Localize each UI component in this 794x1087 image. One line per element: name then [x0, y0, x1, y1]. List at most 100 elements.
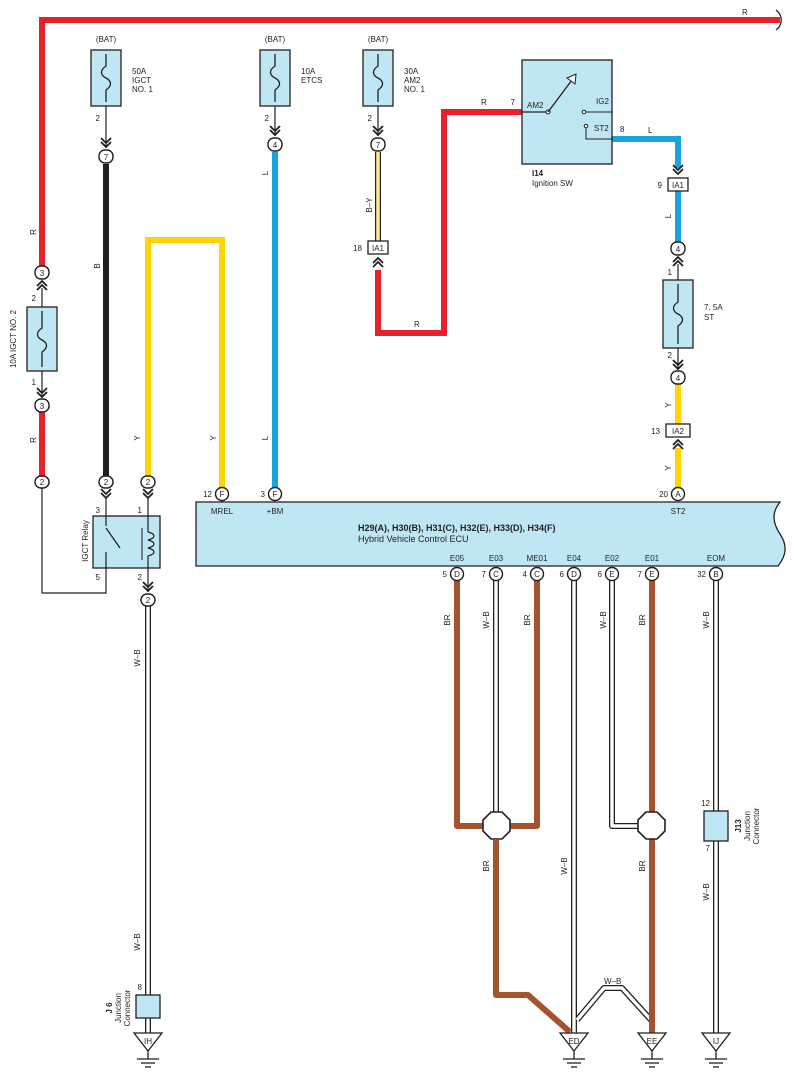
connector-ia2-13: IA2 13 [651, 423, 691, 450]
svg-text:6: 6 [560, 570, 565, 579]
svg-text:E: E [609, 570, 614, 579]
svg-text:L: L [648, 126, 653, 135]
svg-text:B–Y: B–Y [365, 197, 374, 213]
svg-text:2: 2 [265, 114, 270, 123]
fuse-st: 4 1 7. 5A ST 2 4 [662, 241, 723, 385]
svg-text:A: A [675, 490, 681, 499]
svg-text:E03: E03 [489, 554, 504, 563]
ignition-switch: AM2 7 IG2 ST2 8 I14 Ignition SW [511, 59, 625, 188]
svg-text:3: 3 [96, 506, 101, 515]
splice-wb-br [637, 811, 666, 840]
ecu-pin-e01: E01 E 7 [638, 554, 660, 582]
svg-text:4: 4 [676, 374, 681, 383]
svg-text:Y: Y [133, 435, 142, 441]
svg-text:2: 2 [96, 114, 101, 123]
svg-text:12: 12 [203, 490, 212, 499]
wires-white-black [145, 580, 719, 1033]
svg-text:F: F [220, 490, 225, 499]
svg-text:1: 1 [668, 268, 673, 277]
svg-text:I14: I14 [532, 169, 544, 178]
svg-text:30A: 30A [404, 67, 419, 76]
svg-text:D: D [571, 570, 577, 579]
svg-text:4: 4 [273, 141, 278, 150]
svg-text:R: R [742, 8, 748, 17]
svg-text:R: R [29, 437, 38, 443]
svg-text:7: 7 [638, 570, 643, 579]
svg-text:2: 2 [668, 351, 673, 360]
svg-text:+BM: +BM [267, 507, 284, 516]
svg-text:7: 7 [482, 570, 487, 579]
svg-text:Junction: Junction [114, 993, 123, 1023]
svg-text:Connector: Connector [123, 989, 132, 1026]
svg-text:E04: E04 [567, 554, 582, 563]
svg-text:L: L [664, 213, 673, 218]
svg-text:4: 4 [676, 245, 681, 254]
svg-text:BR: BR [443, 614, 452, 625]
svg-text:7: 7 [706, 844, 711, 853]
svg-text:Connector: Connector [752, 807, 761, 844]
wire-red-am2 [375, 109, 522, 336]
ecu-pin-e05: E05 D 5 [443, 554, 465, 582]
svg-text:H29(A), H30(B), H31(C), H32(E): H29(A), H30(B), H31(C), H32(E), H33(D), … [358, 523, 556, 533]
svg-text:W–B: W–B [482, 611, 491, 628]
svg-text:5: 5 [443, 570, 448, 579]
svg-text:L: L [261, 435, 270, 440]
svg-text:(BAT): (BAT) [265, 35, 286, 44]
svg-text:5: 5 [96, 573, 101, 582]
svg-text:8: 8 [138, 983, 143, 992]
svg-text:IGCT: IGCT [132, 76, 151, 85]
junction-connector-j6: 8 J 6 Junction Connector [105, 983, 161, 1026]
svg-text:F: F [273, 490, 278, 499]
svg-text:2: 2 [368, 114, 373, 123]
svg-text:BR: BR [482, 860, 491, 871]
svg-text:50A: 50A [132, 67, 147, 76]
ecu-pin-st2: A 20 ST2 [659, 486, 686, 516]
svg-text:NO. 1: NO. 1 [132, 85, 153, 94]
svg-text:IGCT Relay: IGCT Relay [81, 520, 90, 562]
connector-ia1-9: IA1 9 [658, 164, 689, 192]
wire-yellow-mrel [145, 237, 225, 488]
ecu-pin-bm: F 3 +BM [261, 486, 284, 516]
svg-text:EE: EE [647, 1037, 658, 1046]
svg-text:IA1: IA1 [372, 244, 385, 253]
hybrid-vehicle-control-ecu: H29(A), H30(B), H31(C), H32(E), H33(D), … [195, 486, 786, 582]
wire-color-labels: R R R B Y Y L L B–Y R R L L Y Y W–B W–B … [29, 8, 748, 986]
svg-text:W–B: W–B [599, 611, 608, 628]
svg-text:ST2: ST2 [671, 507, 686, 516]
svg-text:3: 3 [40, 269, 45, 278]
ground-ed: ED [559, 1032, 589, 1068]
svg-text:BR: BR [638, 614, 647, 625]
svg-text:W–B: W–B [560, 857, 569, 874]
svg-text:Hybrid Vehicle Control ECU: Hybrid Vehicle Control ECU [358, 534, 469, 544]
svg-text:NO. 1: NO. 1 [404, 85, 425, 94]
svg-text:Y: Y [664, 402, 673, 408]
ecu-pin-me01: ME01 C 4 [523, 554, 548, 582]
svg-text:E: E [649, 570, 654, 579]
svg-text:1: 1 [138, 506, 143, 515]
svg-text:6: 6 [598, 570, 603, 579]
svg-text:2: 2 [146, 478, 151, 487]
svg-text:7. 5A: 7. 5A [704, 303, 723, 312]
svg-text:7: 7 [511, 98, 516, 107]
svg-text:2: 2 [104, 478, 109, 487]
wire-relay-loop [41, 488, 107, 594]
svg-text:7: 7 [376, 141, 381, 150]
ground-ij: IJ [701, 1032, 731, 1068]
svg-text:IH: IH [144, 1037, 152, 1046]
svg-text:20: 20 [659, 490, 668, 499]
svg-text:E01: E01 [645, 554, 660, 563]
svg-text:E05: E05 [450, 554, 465, 563]
svg-text:B: B [713, 570, 718, 579]
svg-text:1: 1 [32, 378, 37, 387]
svg-text:D: D [454, 570, 460, 579]
svg-text:E02: E02 [605, 554, 620, 563]
svg-text:W–B: W–B [133, 649, 142, 666]
svg-text:18: 18 [353, 244, 362, 253]
svg-text:W–B: W–B [702, 883, 711, 900]
fuse-etcs: (BAT) 10A ETCS 2 4 [259, 35, 322, 152]
svg-text:IG2: IG2 [596, 97, 609, 106]
ecu-pin-e03: E03 C 7 [482, 554, 504, 582]
svg-text:C: C [534, 570, 540, 579]
svg-text:R: R [414, 320, 420, 329]
